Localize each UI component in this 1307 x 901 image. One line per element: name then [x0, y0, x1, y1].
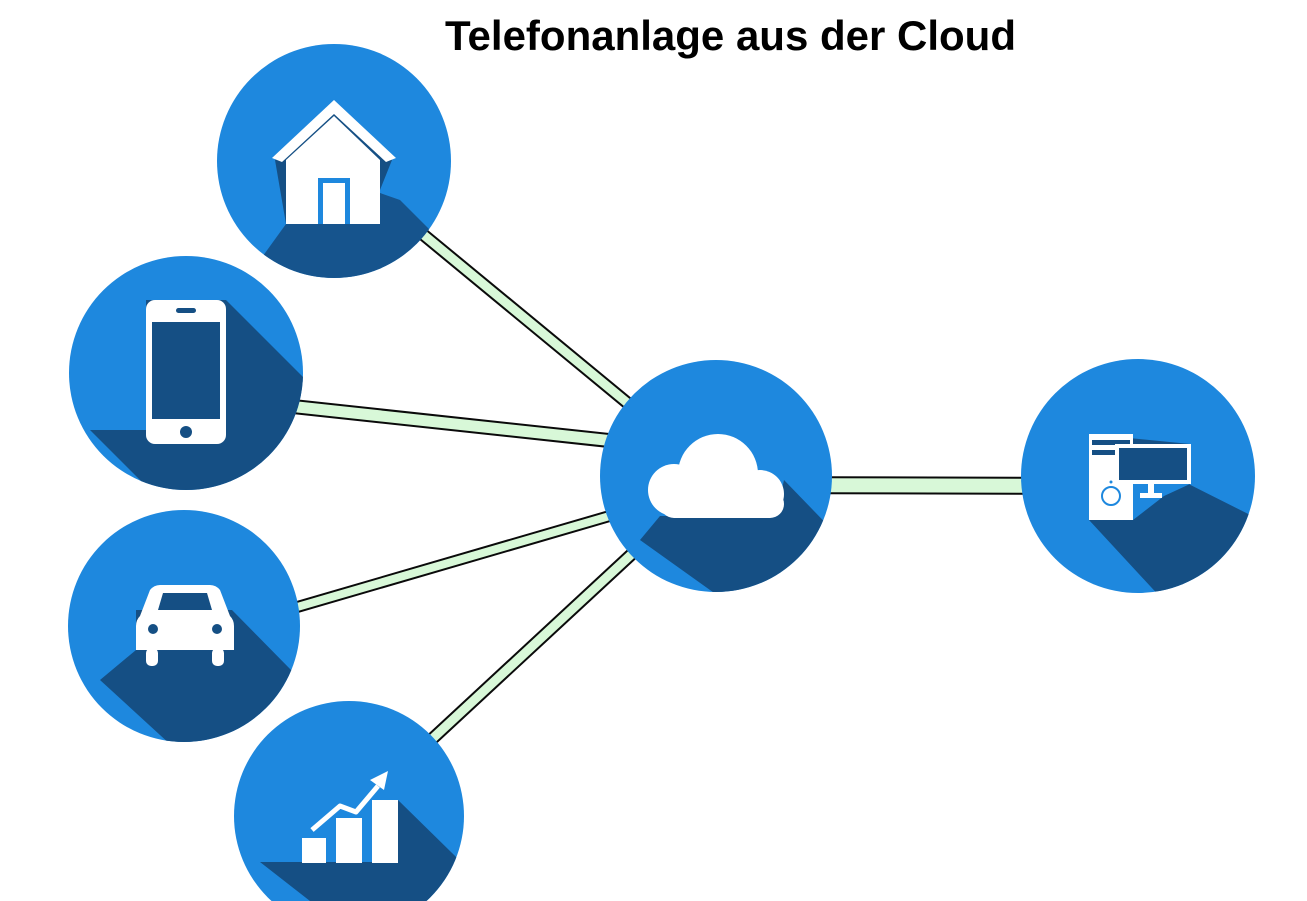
- node-computer: [1021, 359, 1255, 593]
- car-icon: [136, 585, 234, 666]
- house-icon: [272, 100, 396, 224]
- smartphone-icon: [146, 300, 226, 444]
- diagram-title: Telefonanlage aus der Cloud: [445, 12, 1016, 59]
- node-car: [68, 510, 300, 742]
- node-home: [217, 44, 451, 278]
- cloud-icon: [648, 434, 784, 518]
- hub-cloud: [600, 360, 832, 592]
- desktop-computer-icon: [1089, 434, 1191, 520]
- node-mobile: [69, 256, 303, 490]
- growth-chart-icon: [302, 771, 398, 863]
- node-growth: [234, 701, 464, 901]
